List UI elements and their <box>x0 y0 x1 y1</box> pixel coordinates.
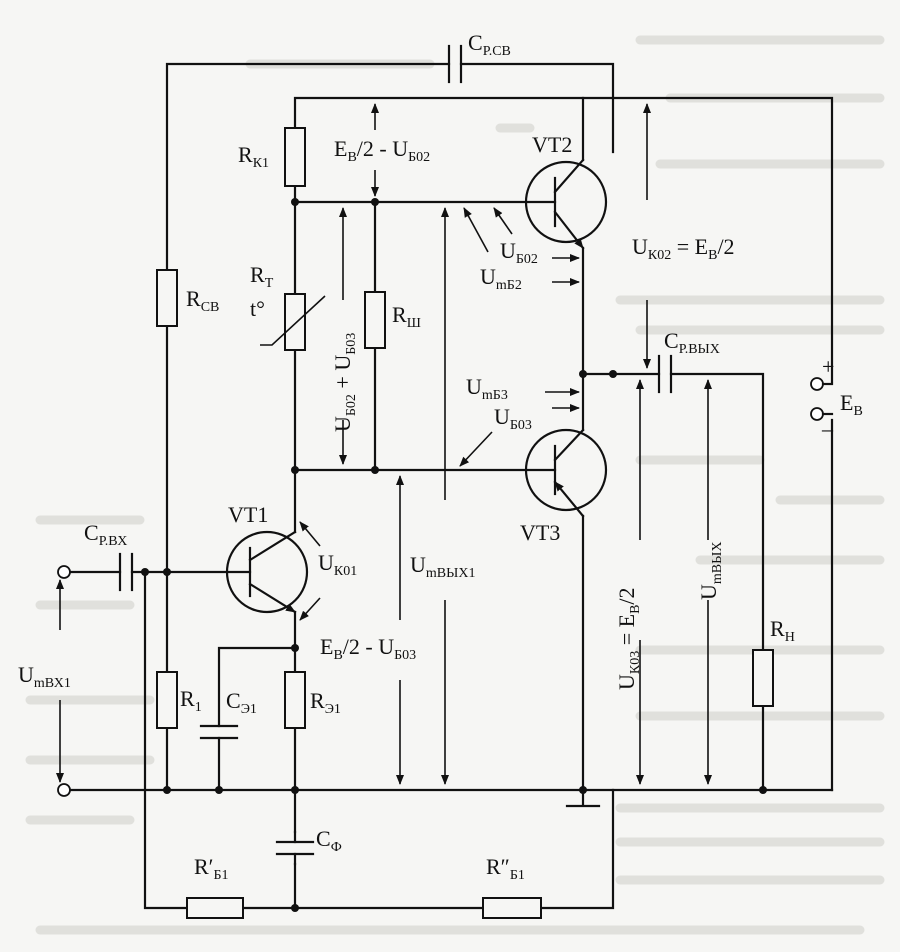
label-supply-plus: + <box>822 354 834 379</box>
label-umb3: UmБ3 <box>466 374 508 403</box>
label-r-n: RН <box>770 616 795 645</box>
label-r-1: R1 <box>180 686 202 715</box>
capacitor-c-f <box>275 830 315 866</box>
label-vt2: VT2 <box>532 132 572 157</box>
thermistor-r-t <box>260 293 326 351</box>
label-supply-minus: – <box>821 416 834 441</box>
label-umvx1: UmВХ1 <box>18 662 71 691</box>
capacitor-c-rvx <box>118 552 134 592</box>
label-ub02-ub03: UБ02 + UБ03 <box>330 333 359 432</box>
background-text-bleed <box>25 35 885 935</box>
input-terminals[interactable] <box>57 565 71 797</box>
label-t-deg: t° <box>250 296 265 321</box>
label-r-k1: RК1 <box>238 142 269 171</box>
label-c-e1: CЭ1 <box>226 688 257 717</box>
label-umvyx1: UmВЫХ1 <box>410 552 475 581</box>
label-c-rvyx: CР.ВЫХ <box>664 328 720 357</box>
label-r-sh: RШ <box>392 302 421 331</box>
resistor-r-b1-prime <box>186 897 244 919</box>
label-r-b1-prime: R′Б1 <box>194 854 229 883</box>
wires <box>68 62 834 910</box>
transistor-vt3 <box>524 428 608 518</box>
label-c-rsv: CР.СВ <box>468 30 511 59</box>
resistor-r-n <box>752 649 774 707</box>
capacitor-c-rvyx <box>657 354 673 394</box>
label-supply: EВ <box>840 390 863 419</box>
label-uk02: UК02 = EВ/2 <box>632 234 735 263</box>
label-r-sv: RСВ <box>186 286 219 315</box>
label-vt3: VT3 <box>520 520 560 545</box>
label-eb-ub02: EВ/2 - UБ02 <box>334 136 430 165</box>
label-uk03: UК03 = EВ/2 <box>614 587 643 690</box>
resistor-r-e1 <box>284 671 306 729</box>
resistor-r-sv <box>156 269 178 327</box>
transistor-vt1 <box>225 530 309 614</box>
label-r-b1-double-prime: R″Б1 <box>486 854 525 883</box>
label-umvyx: UmВЫХ <box>696 542 725 600</box>
transistor-vt2 <box>524 158 608 250</box>
resistor-r-1 <box>156 671 178 729</box>
label-umb2: UmБ2 <box>480 264 522 293</box>
capacitor-c-rsv <box>447 44 463 84</box>
label-vt1: VT1 <box>228 502 268 527</box>
resistor-r-b1-double-prime <box>482 897 542 919</box>
label-eb-ub03: EВ/2 - UБ03 <box>320 634 416 663</box>
resistor-r-k1 <box>284 127 306 187</box>
label-r-t: RТ <box>250 262 274 291</box>
label-c-rvx: CР.ВХ <box>84 520 127 549</box>
supply-terminals[interactable] <box>810 377 834 421</box>
capacitor-c-e1 <box>199 724 239 740</box>
label-r-e1: RЭ1 <box>310 688 341 717</box>
ground-symbol <box>565 788 601 808</box>
voltage-labels: EВ/2 - UБ02 UБ02 UmБ2 UК02 = EВ/2 UБ02 +… <box>18 136 735 691</box>
component-labels: CР.СВ RК1 RТ t° RШ RСВ CР.ВХ CР.ВЫХ R1 C… <box>84 30 863 883</box>
voltage-arrows <box>56 103 712 785</box>
label-c-f: CФ <box>316 826 342 855</box>
resistor-r-sh <box>364 291 386 349</box>
label-ub03: UБ03 <box>494 404 532 433</box>
label-ub02: UБ02 <box>500 238 538 267</box>
label-uk01: UК01 <box>318 550 357 579</box>
